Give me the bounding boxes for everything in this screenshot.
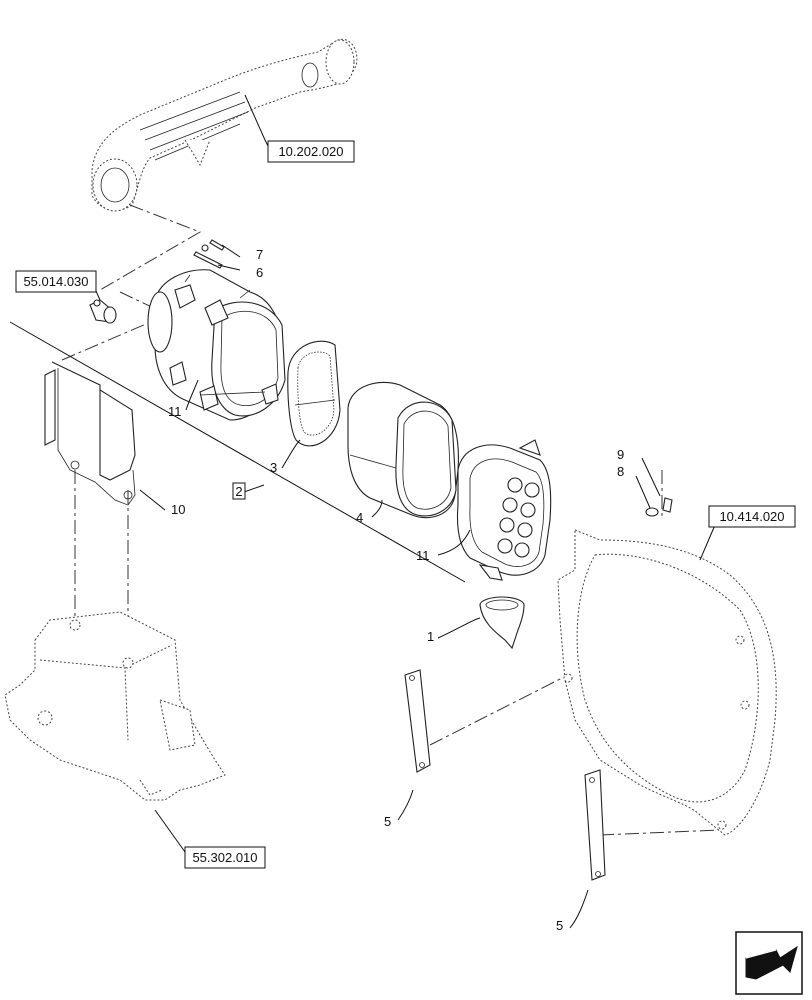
callout-7[interactable]: 7 xyxy=(256,247,263,262)
mounting-bracket xyxy=(44,361,136,506)
leader-line xyxy=(437,617,481,639)
alignment-line xyxy=(599,829,721,836)
callout-8[interactable]: 8 xyxy=(617,464,624,479)
engine-block xyxy=(4,611,226,801)
reference-label-right: 10.414.020 xyxy=(719,509,784,524)
filter-housing-body xyxy=(147,269,286,421)
leader-line xyxy=(437,529,471,556)
callout-9[interactable]: 9 xyxy=(617,447,624,462)
leader-line xyxy=(569,889,589,929)
leader-line xyxy=(641,457,661,497)
callout-3[interactable]: 3 xyxy=(270,460,277,475)
reference-box-left[interactable]: 55.014.030 xyxy=(15,270,97,293)
leader-line xyxy=(217,264,241,271)
leader-line xyxy=(635,475,651,509)
fan-shroud xyxy=(557,529,777,836)
kit-boundary-line xyxy=(9,321,466,583)
intake-duct xyxy=(91,38,358,212)
restriction-sensor xyxy=(89,299,117,324)
alignment-line xyxy=(99,204,202,291)
alignment-line xyxy=(429,674,569,746)
kit-label-box[interactable]: 2 xyxy=(232,482,246,500)
callout-11-lower[interactable]: 11 xyxy=(416,548,430,563)
navigation-arrow-icon[interactable] xyxy=(735,931,803,995)
filter-housing-cover xyxy=(456,439,552,581)
callout-5-upper[interactable]: 5 xyxy=(384,814,391,829)
reference-box-right[interactable]: 10.414.020 xyxy=(708,505,796,528)
leader-line xyxy=(154,809,186,853)
leader-line xyxy=(243,484,265,493)
leader-line xyxy=(221,244,241,258)
callout-1[interactable]: 1 xyxy=(427,629,434,644)
callout-6[interactable]: 6 xyxy=(256,265,263,280)
callout-10[interactable]: 10 xyxy=(171,502,185,517)
bolt-and-washer-right xyxy=(645,497,673,517)
reference-label-bottom: 55.302.010 xyxy=(192,850,257,865)
dust-valve xyxy=(479,596,525,650)
screw-and-washer xyxy=(193,239,225,269)
leader-line xyxy=(371,499,383,518)
reference-label-left: 55.014.030 xyxy=(23,274,88,289)
reference-box-bottom[interactable]: 55.302.010 xyxy=(184,846,266,869)
seal-strip-upper xyxy=(404,669,431,773)
callout-11-upper[interactable]: 11 xyxy=(168,404,182,419)
leader-line xyxy=(397,789,414,821)
pre-filter-element xyxy=(287,340,341,447)
callout-4[interactable]: 4 xyxy=(356,510,363,525)
reference-label-top: 10.202.020 xyxy=(278,144,343,159)
leader-line xyxy=(139,489,166,511)
reference-box-top[interactable]: 10.202.020 xyxy=(267,140,355,163)
main-filter-element xyxy=(347,381,459,519)
seal-strip-lower xyxy=(584,769,606,881)
callout-5-lower[interactable]: 5 xyxy=(556,918,563,933)
alignment-line xyxy=(61,317,161,361)
leader-line xyxy=(281,439,301,469)
leader-line xyxy=(185,379,199,411)
kit-label: 2 xyxy=(235,484,242,499)
